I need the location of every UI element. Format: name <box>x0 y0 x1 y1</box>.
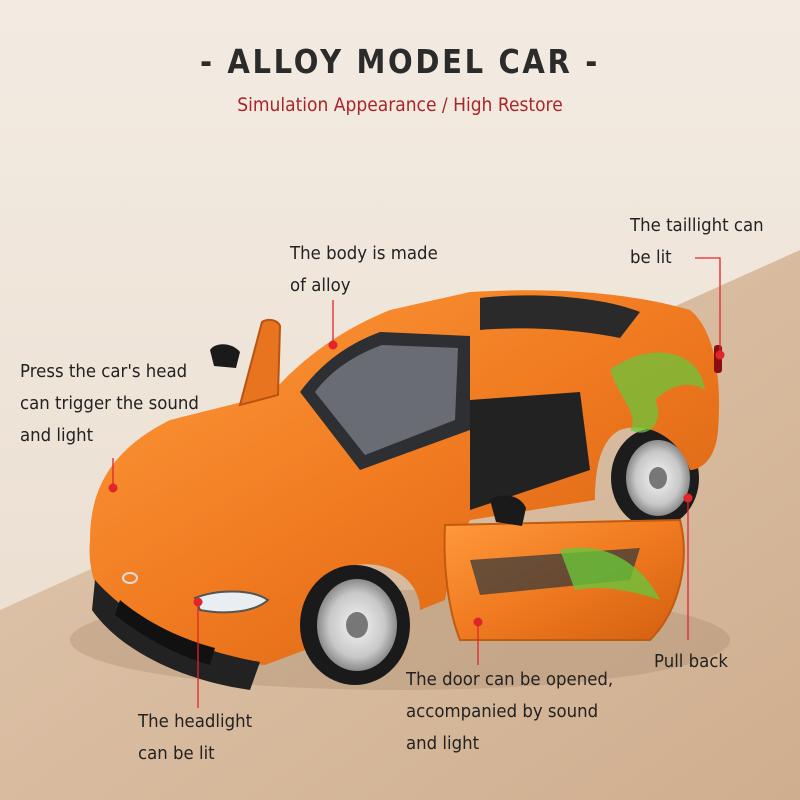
callout-dot-door <box>473 617 483 627</box>
car-model <box>89 290 722 690</box>
callout-head-line: and light <box>20 425 94 446</box>
callout-headlight: The headlight can be lit <box>138 706 252 770</box>
callout-pullback: Pull back <box>654 646 728 678</box>
callout-door-line: accompanied by sound <box>406 701 599 722</box>
page-title: - ALLOY MODEL CAR - <box>199 42 601 81</box>
callout-taillight-line: be lit <box>630 247 672 268</box>
door-green-decal <box>560 547 660 600</box>
callout-door-line: The door can be opened, <box>406 669 614 690</box>
callout-head: Press the car's head can trigger the sou… <box>20 356 199 452</box>
callout-head-line: Press the car's head <box>20 361 188 382</box>
callout-door: The door can be opened, accompanied by s… <box>406 664 613 760</box>
headlight <box>193 590 270 614</box>
callout-taillight-line: The taillight can <box>630 215 764 236</box>
callout-body-line: of alloy <box>290 275 351 296</box>
rear-hub <box>649 467 667 489</box>
leader-line-taillight <box>695 257 721 354</box>
far-open-door <box>238 318 282 407</box>
callout-dot-pullback <box>683 493 693 503</box>
callout-headlight-line: The headlight <box>138 711 253 732</box>
front-bumper <box>92 580 260 690</box>
callout-head-line: can trigger the sound <box>20 393 199 414</box>
front-hub <box>346 612 368 638</box>
callout-dot-body <box>328 340 338 350</box>
rear-green-decal <box>610 352 705 433</box>
roof-glass <box>480 295 640 338</box>
callout-lines <box>112 257 721 708</box>
callout-dot-headlight <box>193 597 203 607</box>
callout-body-line: The body is made <box>290 243 438 264</box>
callout-dots <box>108 340 725 627</box>
callout-pullback-line: Pull back <box>654 651 729 672</box>
callout-taillight: The taillight can be lit <box>630 210 764 274</box>
far-mirror <box>210 344 240 368</box>
callout-dot-taillight <box>715 350 725 360</box>
car-interior <box>470 392 590 510</box>
brand-badge-icon <box>122 572 138 584</box>
car-body <box>89 290 720 665</box>
windshield-reflection <box>315 345 458 455</box>
callout-dot-head <box>108 483 118 493</box>
callout-door-line: and light <box>406 733 480 754</box>
page-subtitle: Simulation Appearance / High Restore <box>237 94 563 116</box>
callout-body: The body is made of alloy <box>290 238 438 302</box>
grille <box>115 600 215 665</box>
near-mirror <box>490 495 526 526</box>
callout-headlight-line: can be lit <box>138 743 215 764</box>
